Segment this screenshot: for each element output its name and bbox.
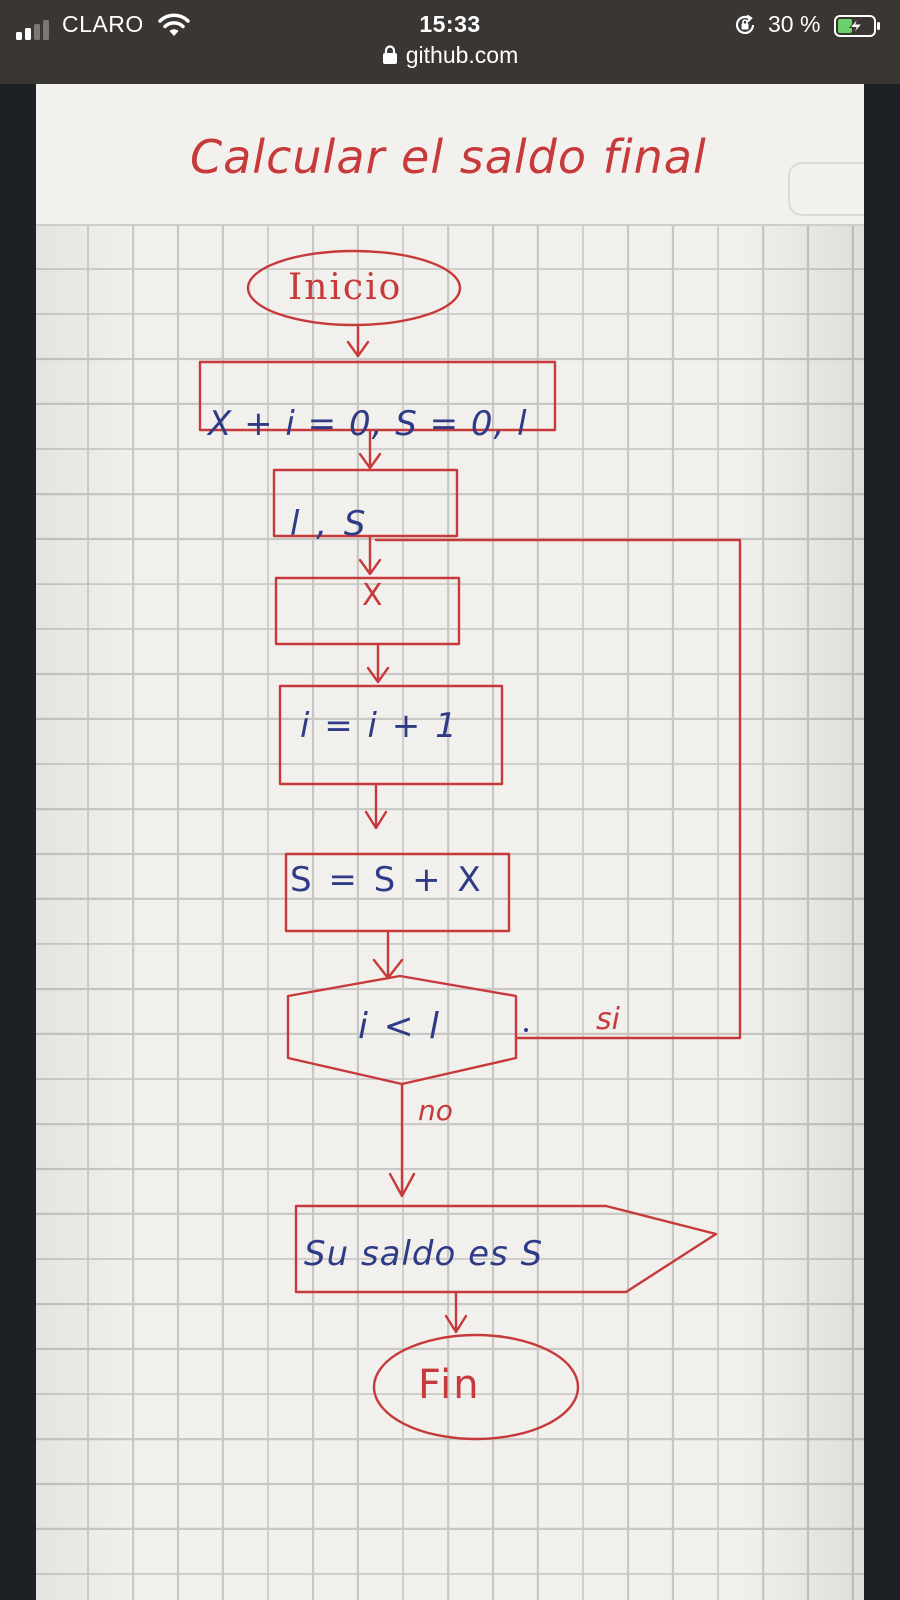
init-process-box	[198, 360, 557, 432]
arrow-init-to-read	[358, 428, 382, 470]
input-x-box	[274, 576, 461, 646]
lock-icon	[382, 45, 397, 64]
arrow-decision-to-output	[388, 1082, 416, 1198]
end-label: Fin	[418, 1362, 481, 1408]
accumulate-box	[284, 852, 511, 933]
input-x-label: X	[362, 578, 383, 613]
decision-shape	[286, 974, 518, 1086]
url-domain: github.com	[405, 42, 519, 68]
increment-label: i = i + 1	[300, 706, 459, 746]
address-bar[interactable]: github.com	[0, 42, 900, 76]
arrow-read-to-input	[358, 534, 382, 576]
paper-margin-tab	[788, 162, 864, 216]
carrier-name: CLARO	[62, 11, 144, 37]
wifi-icon	[158, 13, 190, 36]
output-label: Su saldo es S	[304, 1234, 544, 1274]
flowchart-drawing	[198, 249, 742, 1441]
loop-back-line	[374, 538, 742, 1040]
status-time: 15:33	[419, 11, 481, 37]
paper-header-area	[36, 84, 864, 224]
paper-header-rule	[36, 224, 864, 226]
decision-label: i < l	[358, 1006, 442, 1047]
accumulate-label: S = S + X	[290, 860, 484, 900]
arrow-output-to-end	[444, 1290, 468, 1334]
battery-percent: 30 %	[768, 11, 821, 37]
flowchart-title: Calcular el saldo final	[190, 130, 707, 184]
browser-top-bar: CLARO 15:33 30 % github.com	[0, 0, 900, 84]
branch-yes-label: si	[596, 1002, 620, 1037]
branch-no-label: no	[418, 1094, 453, 1127]
end-terminator	[372, 1333, 580, 1441]
read-label: l , S	[290, 504, 369, 544]
output-display-shape	[294, 1204, 718, 1294]
signal-icon	[16, 20, 56, 40]
arrow-increment-to-accumulate	[364, 782, 388, 830]
status-bar: CLARO 15:33 30 %	[0, 6, 900, 42]
battery-charging-icon	[834, 15, 880, 37]
start-terminator	[246, 249, 462, 327]
orientation-lock-icon	[735, 14, 755, 34]
start-label: Inicio	[288, 267, 403, 308]
read-input-box	[272, 468, 459, 538]
arrow-input-to-increment	[366, 642, 390, 684]
increment-box	[278, 684, 504, 786]
arrow-accumulate-to-decision	[372, 929, 404, 980]
arrow-start-to-init	[346, 324, 370, 358]
flowchart-photo: Calcular el saldo final Inicio X + i = 0…	[36, 84, 864, 1600]
init-label: X + i = 0, S = 0, l	[208, 404, 528, 444]
